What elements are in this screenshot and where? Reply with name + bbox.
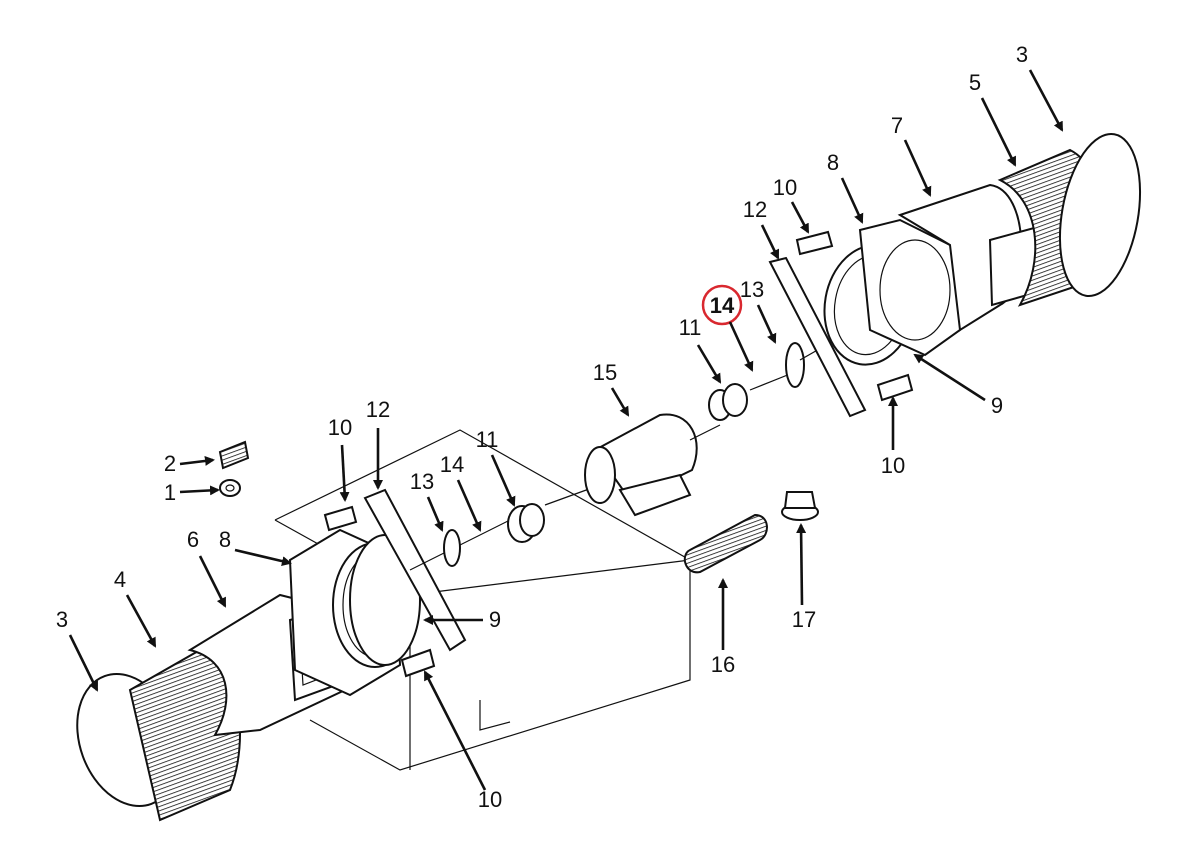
callout-arrow-11: [696, 344, 722, 384]
motor: [544, 413, 721, 517]
right-bracket: [768, 256, 867, 418]
callout-label-9: 9: [991, 393, 1003, 418]
part-1-grommet: [219, 479, 241, 497]
callout-label-14: 14: [440, 452, 464, 477]
callout-arrow-11: [490, 454, 516, 507]
part-2-filter-element: [218, 440, 250, 470]
callout-label-8: 8: [827, 150, 839, 175]
callout-arrow-2: [179, 455, 215, 466]
callout-label-12: 12: [366, 397, 390, 422]
callout-label-17: 17: [792, 607, 816, 632]
callout-label-10: 10: [328, 415, 352, 440]
callout-label-1: 1: [164, 480, 176, 505]
callout-arrow-14: [456, 479, 482, 532]
right-coupling-parts: [708, 319, 871, 421]
callout-label-3: 3: [1016, 42, 1028, 67]
callout-label-14: 14: [710, 293, 735, 318]
callout-label-12: 12: [743, 197, 767, 222]
callout-arrow-13: [756, 304, 777, 344]
callout-label-10: 10: [881, 453, 905, 478]
callout-arrow-6: [198, 555, 227, 608]
callout-label-11: 11: [679, 315, 702, 340]
callout-label-13: 13: [740, 277, 764, 302]
callout-label-4: 4: [114, 567, 126, 592]
callout-label-10: 10: [478, 787, 502, 812]
callout-label-6: 6: [187, 527, 199, 552]
callout-arrow-5: [980, 97, 1017, 167]
callout-arrow-4: [125, 594, 157, 648]
part-17-switch: [781, 491, 819, 521]
callout-arrow-10: [339, 444, 350, 502]
clips: [323, 230, 914, 678]
callout-arrow-1: [179, 485, 220, 496]
callout-label-15: 15: [593, 360, 617, 385]
callout-arrow-8: [234, 548, 292, 567]
callout-label-7: 7: [891, 113, 903, 138]
callout-arrow-3: [1028, 69, 1064, 132]
highlight-circle: [701, 284, 743, 326]
callout-arrow-15: [610, 387, 630, 417]
callout-label-13: 13: [410, 469, 434, 494]
callout-label-8: 8: [219, 527, 231, 552]
callout-arrow-13: [426, 496, 444, 532]
callout-arrow-10: [423, 670, 487, 791]
left-coupling-parts: [443, 503, 545, 567]
callout-label-3: 3: [56, 607, 68, 632]
callout-arrow-3: [68, 634, 99, 692]
callout-label-5: 5: [969, 70, 981, 95]
callout-arrow-14: [728, 321, 754, 372]
callout-arrow-7: [903, 139, 932, 197]
right-blower-assembly: [897, 132, 1142, 332]
callout-label-2: 2: [164, 451, 176, 476]
callout-label-16: 16: [711, 652, 735, 677]
callout-arrow-17: [796, 523, 807, 606]
callout-arrow-10: [790, 201, 810, 234]
callout-label-10: 10: [773, 175, 797, 200]
part-16-hose: [683, 513, 768, 574]
callout-label-11: 11: [476, 427, 499, 452]
callout-arrow-8: [840, 177, 864, 224]
left-bracket: [363, 488, 521, 652]
callout-label-9: 9: [489, 607, 501, 632]
callout-arrow-9: [913, 353, 986, 402]
callout-arrow-12: [760, 224, 780, 260]
